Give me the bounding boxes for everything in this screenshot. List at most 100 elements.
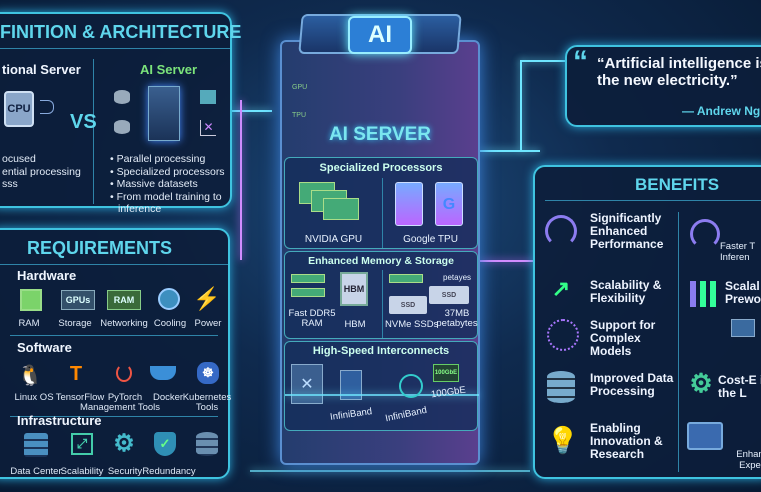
nvidia-gpu-label: NVIDIA GPU xyxy=(304,234,363,245)
infrastructure-label: Redundancy xyxy=(142,466,196,477)
database-icon xyxy=(196,432,218,456)
gpu-card-icon xyxy=(323,198,359,220)
quote-text: “Artificial intelligence is the new elec… xyxy=(597,55,761,89)
circuit-line xyxy=(232,110,272,112)
infiniband-label: InfiniBand xyxy=(384,404,428,425)
monitor-icon xyxy=(731,319,755,337)
benefit-scalable-workloads: Scalal Prewo xyxy=(725,279,761,306)
network-card-icon: 100GbE xyxy=(433,364,459,382)
fan-icon xyxy=(158,288,180,310)
infrastructure-label: Security xyxy=(107,466,143,477)
software-label: Tools xyxy=(195,402,219,413)
lightning-icon: ⚡ xyxy=(193,286,221,311)
tpu-side-label: TPU xyxy=(292,112,306,119)
circuit-line xyxy=(520,60,522,150)
software-label: Linux OS xyxy=(14,392,54,403)
cpu-icon: CPU xyxy=(4,91,34,127)
interconnects-heading: High-Speed Interconnects xyxy=(312,345,450,357)
infrastructure-label: Data Center xyxy=(10,466,62,477)
database-icon xyxy=(547,371,575,403)
cost-gear-icon: ⚙ xyxy=(689,367,713,398)
nvme-label: NVMe SSDs xyxy=(385,319,439,330)
circuit-icon xyxy=(40,100,54,114)
speedometer-icon xyxy=(545,215,577,247)
server-rack-icon xyxy=(24,433,48,457)
ai-bullets: • Parallel processing • Specialized proc… xyxy=(110,153,225,215)
ram-stick-icon xyxy=(291,288,325,297)
server-tower-icon xyxy=(148,86,180,141)
data-line xyxy=(285,394,479,396)
software-label: Docker xyxy=(152,392,184,403)
chart-icon: ✕ xyxy=(200,120,216,136)
circuit-line xyxy=(480,260,535,262)
data-icon xyxy=(200,90,216,104)
floor-glow xyxy=(250,470,530,472)
circuit-line xyxy=(520,60,565,62)
software-label: PyTorch xyxy=(107,392,143,403)
gear-icon: ⚙ xyxy=(113,429,135,457)
ai-server-heading: AI Server xyxy=(140,62,198,77)
quote-icon: “ xyxy=(573,45,588,78)
benefit-complex-models: Support for Complex Models xyxy=(590,318,656,358)
google-icon: G xyxy=(435,182,463,226)
hardware-label: Storage xyxy=(58,318,92,329)
processors-heading: Specialized Processors xyxy=(319,162,443,174)
memory-heading: Enhanced Memory & Storage xyxy=(308,255,454,267)
software-label: Kubernetes xyxy=(182,392,232,403)
gpu-card-icon: GPUs xyxy=(61,290,95,310)
ssd-icon: SSD xyxy=(429,286,469,304)
penguin-icon: 🐧 xyxy=(17,364,43,387)
infiniband-icon xyxy=(399,374,423,398)
memory-box: Enhanced Memory & Storage HBM Fast DDR5 … xyxy=(284,251,478,339)
quote-author: — Andrew Ng xyxy=(682,104,761,118)
tensorflow-icon: T xyxy=(69,362,83,385)
switch-icon: ✕ xyxy=(291,364,323,404)
infrastructure-heading: Infrastructure xyxy=(17,413,102,428)
ram-stick-icon xyxy=(291,274,325,283)
benefit-faster-training: Faster T Inferen xyxy=(720,241,756,263)
benefits-panel: BENEFITS Significantly Enhanced Performa… xyxy=(533,165,761,479)
ai-badge: AI xyxy=(348,16,412,54)
benefit-data-processing: Improved Data Processing xyxy=(590,371,674,398)
gpu-side-label: GPU xyxy=(292,84,308,91)
hardware-label: RAM xyxy=(18,318,40,329)
definition-title: FINITION & ARCHITECTURE xyxy=(0,22,242,42)
hbm-label: HBM xyxy=(344,319,366,330)
hardware-label: Power xyxy=(194,318,222,329)
speedometer-icon xyxy=(690,219,720,249)
hardware-heading: Hardware xyxy=(17,268,77,283)
petabytes-label: 37MB petabytes xyxy=(436,308,478,329)
software-heading: Software xyxy=(17,340,72,355)
benefits-title: BENEFITS xyxy=(635,175,720,194)
quote-box: “ “Artificial intelligence is the new el… xyxy=(565,45,761,127)
hbm-chip-icon: HBM xyxy=(340,272,368,306)
infrastructure-label: Scalability xyxy=(60,466,104,477)
hardware-label: Cooling xyxy=(153,318,187,329)
user-monitor-icon xyxy=(687,422,723,450)
infiniband-label: InfiniBand xyxy=(329,406,373,423)
database-icon xyxy=(114,120,130,134)
vs-label: VS xyxy=(70,111,97,133)
requirements-panel: REQUIREMENTS Hardware GPUs RAM ⚡ RAM Sto… xyxy=(0,228,232,479)
benefit-performance: Significantly Enhanced Performance xyxy=(590,211,664,251)
100gbe-label: 100GbE xyxy=(430,384,467,401)
chip-icon xyxy=(20,289,42,311)
database-icon xyxy=(114,90,130,104)
bar-chart-icon xyxy=(690,281,720,307)
neural-network-icon xyxy=(547,319,579,351)
software-label: TensorFlow xyxy=(55,392,105,403)
infiniband-card-icon xyxy=(340,370,362,400)
petayes-label: petayes xyxy=(443,273,472,282)
benefit-scalability: Scalability & Flexibility xyxy=(590,278,662,305)
ddr5-label: Fast DDR5 RAM xyxy=(288,308,336,329)
trend-up-icon: ↗ xyxy=(551,276,571,301)
hardware-label: Networking xyxy=(100,318,148,329)
circuit-line xyxy=(480,150,540,152)
requirements-title: REQUIREMENTS xyxy=(27,238,173,258)
definition-panel: FINITION & ARCHITECTURE tional Server CP… xyxy=(0,12,241,215)
lightbulb-icon: 💡 xyxy=(546,424,580,455)
shield-check-icon: ✓ xyxy=(154,432,176,456)
benefit-innovation: Enabling Innovation & Research xyxy=(590,421,663,461)
expand-icon: ⤢ xyxy=(71,433,93,455)
